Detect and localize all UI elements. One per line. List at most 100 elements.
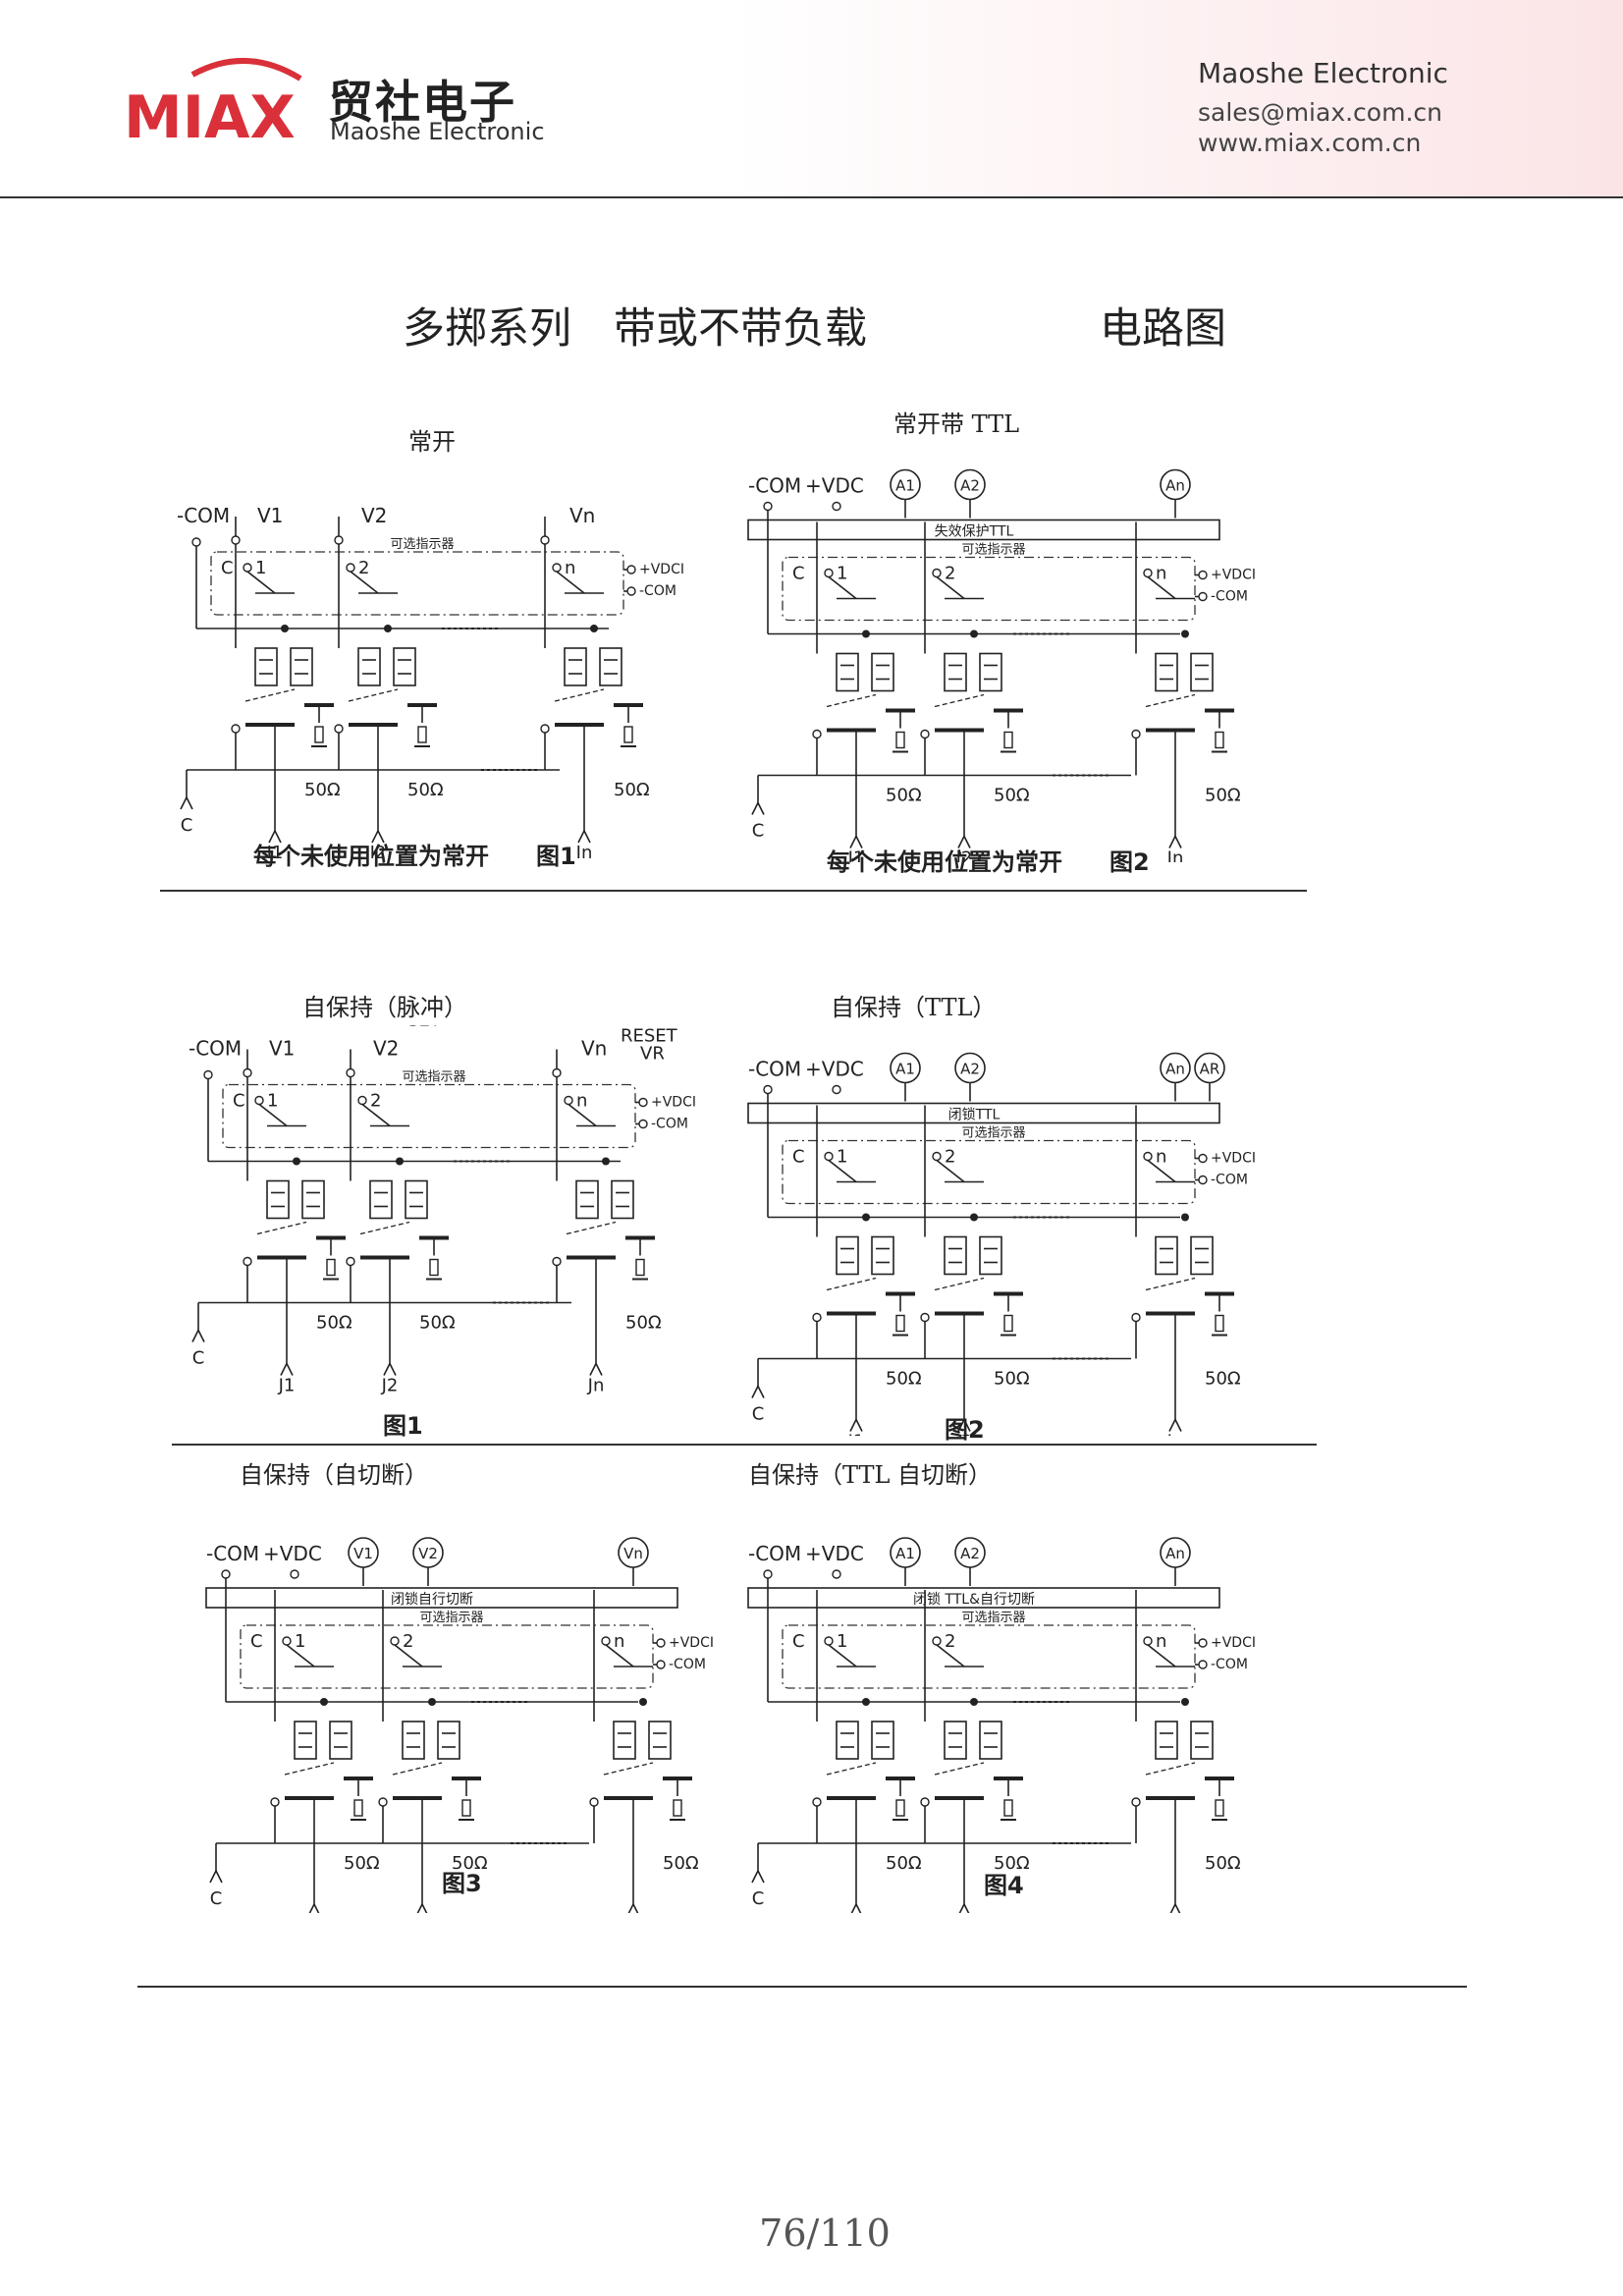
label-channel-1: 1 bbox=[255, 558, 266, 578]
connector-j-2-arm bbox=[957, 836, 965, 848]
caption-figure-1-middle: 图1 bbox=[383, 1412, 423, 1440]
relay-a-1-coil bbox=[266, 1179, 290, 1220]
output-node-3 bbox=[1131, 729, 1141, 739]
indicator-contact-2 bbox=[357, 1095, 367, 1106]
junction-2 bbox=[428, 1698, 436, 1706]
label-com-small: -COM bbox=[651, 1117, 688, 1132]
relay-b-3-coil bbox=[1190, 1721, 1214, 1760]
resistor-2 bbox=[1003, 731, 1013, 749]
output-node-3 bbox=[540, 724, 550, 734]
junction-2 bbox=[970, 1698, 978, 1706]
divider-line-2 bbox=[172, 1444, 1317, 1446]
input-bubble-2-label: A2 bbox=[960, 477, 980, 495]
connector-c-arm bbox=[180, 796, 188, 810]
relay-a-2-coil bbox=[944, 1235, 967, 1276]
output-node-1 bbox=[812, 1797, 822, 1807]
label-com-small: -COM bbox=[639, 583, 676, 599]
control-bar-label: 闭锁自行切断 bbox=[391, 1592, 473, 1608]
input-bubble-reset-label: AR bbox=[1200, 1061, 1220, 1078]
indicator-contact-3 bbox=[1143, 568, 1153, 578]
label-com-small: -COM bbox=[1211, 1657, 1248, 1672]
company-email[interactable]: sales@miax.com.cn bbox=[1198, 98, 1442, 127]
indicator-contact-2 bbox=[932, 568, 942, 578]
label-ohm-2: 50Ω bbox=[994, 1853, 1030, 1874]
relay-a-2-coil bbox=[944, 1721, 967, 1760]
label-com-neg: -COM bbox=[189, 1037, 242, 1061]
label-ohm-1: 50Ω bbox=[304, 780, 341, 800]
indicator-switch-1 bbox=[258, 1103, 288, 1127]
control-bar bbox=[205, 1587, 678, 1609]
control-bar-label: 失效保护TTL bbox=[935, 524, 1014, 540]
relay-a-1-coil bbox=[836, 1235, 859, 1276]
connector-j-1-arm bbox=[849, 836, 857, 848]
connector-j-1-arm bbox=[268, 830, 276, 844]
connector-j-3-arm bbox=[626, 1903, 634, 1917]
input-bubble-1-label: V1 bbox=[353, 1545, 373, 1562]
terminal-com bbox=[221, 1569, 231, 1579]
connector-j-3-arm bbox=[1174, 1903, 1182, 1917]
connector-c-arm bbox=[215, 1870, 223, 1884]
output-node-2 bbox=[334, 724, 344, 734]
resistor-2 bbox=[429, 1258, 439, 1277]
indicator-box bbox=[222, 1083, 636, 1149]
label-ohm-1: 50Ω bbox=[886, 786, 922, 806]
junction-1 bbox=[293, 1157, 300, 1166]
label-channel-3: n bbox=[614, 1631, 624, 1652]
section-label-normally-open: 常开 bbox=[408, 428, 456, 456]
relay-b-1-coil bbox=[301, 1179, 325, 1220]
connector-c-arm bbox=[209, 1870, 217, 1884]
connector-j-3-arm bbox=[1168, 1419, 1176, 1432]
label-ohm-3: 50Ω bbox=[614, 780, 650, 800]
output-node-2 bbox=[920, 1797, 930, 1807]
relay-b-2-coil bbox=[979, 1235, 1002, 1276]
company-website[interactable]: www.miax.com.cn bbox=[1198, 129, 1422, 157]
terminal-com bbox=[191, 537, 201, 547]
junction-2 bbox=[970, 1213, 978, 1222]
control-bar bbox=[747, 1587, 1220, 1609]
output-node-1 bbox=[270, 1797, 280, 1807]
resistor-3 bbox=[1215, 1799, 1224, 1817]
terminal-vdci bbox=[1198, 1153, 1208, 1164]
indicator-contact-2 bbox=[346, 563, 355, 573]
label-com-small: -COM bbox=[1211, 589, 1248, 605]
resistor-3 bbox=[1215, 1314, 1224, 1333]
connector-c-arm bbox=[757, 1386, 765, 1398]
label-vdci: +VDCI bbox=[1211, 568, 1256, 583]
terminal-com-small bbox=[1198, 591, 1208, 602]
label-channel-2: 2 bbox=[358, 558, 369, 578]
label-channel-2: 2 bbox=[403, 1631, 413, 1652]
diagram-latching-pulse: -COMV1V2VnSETRESETVR可选指示器+VDCI-COMC12n50… bbox=[179, 1011, 748, 1402]
input-bubble-2-label: V2 bbox=[418, 1545, 438, 1562]
relay-a-1-coil bbox=[836, 1721, 859, 1760]
indicator-switch-2 bbox=[936, 1159, 965, 1183]
label-channel-1: 1 bbox=[837, 564, 847, 584]
connector-j-3-arm bbox=[632, 1903, 640, 1917]
label-optional-indicator: 可选指示器 bbox=[961, 543, 1025, 558]
label-ohm-3: 50Ω bbox=[1205, 1369, 1241, 1390]
terminal-v-3 bbox=[540, 535, 550, 545]
connector-j-3-arm bbox=[1168, 836, 1176, 848]
junction-3 bbox=[1181, 629, 1189, 638]
indicator-switch-3 bbox=[1147, 575, 1176, 600]
relay-a-2-coil bbox=[402, 1721, 425, 1760]
label-optional-indicator: 可选指示器 bbox=[402, 1070, 465, 1085]
section-label-latching-self-cut: 自保持（自切断） bbox=[240, 1461, 428, 1489]
indicator-switch-2 bbox=[350, 571, 379, 594]
label-com-neg: -COM bbox=[748, 474, 801, 498]
label-v2: V2 bbox=[361, 504, 387, 527]
relay-a-2-coil bbox=[369, 1179, 393, 1220]
output-node-3 bbox=[589, 1797, 599, 1807]
label-vr: VR bbox=[640, 1044, 665, 1065]
relay-b-2-coil bbox=[405, 1179, 428, 1220]
connector-j-3-arm bbox=[1174, 836, 1182, 848]
resistor-2 bbox=[417, 726, 427, 743]
label-channel-1: 1 bbox=[267, 1091, 278, 1112]
relay-a-2-coil bbox=[357, 647, 381, 686]
relay-b-1-coil bbox=[329, 1721, 352, 1760]
page-header: MIAX 贸社电子 Maoshe Electronic Maoshe Elect… bbox=[0, 0, 1623, 198]
output-node-3 bbox=[1131, 1312, 1141, 1323]
label-channel-2: 2 bbox=[945, 564, 955, 584]
